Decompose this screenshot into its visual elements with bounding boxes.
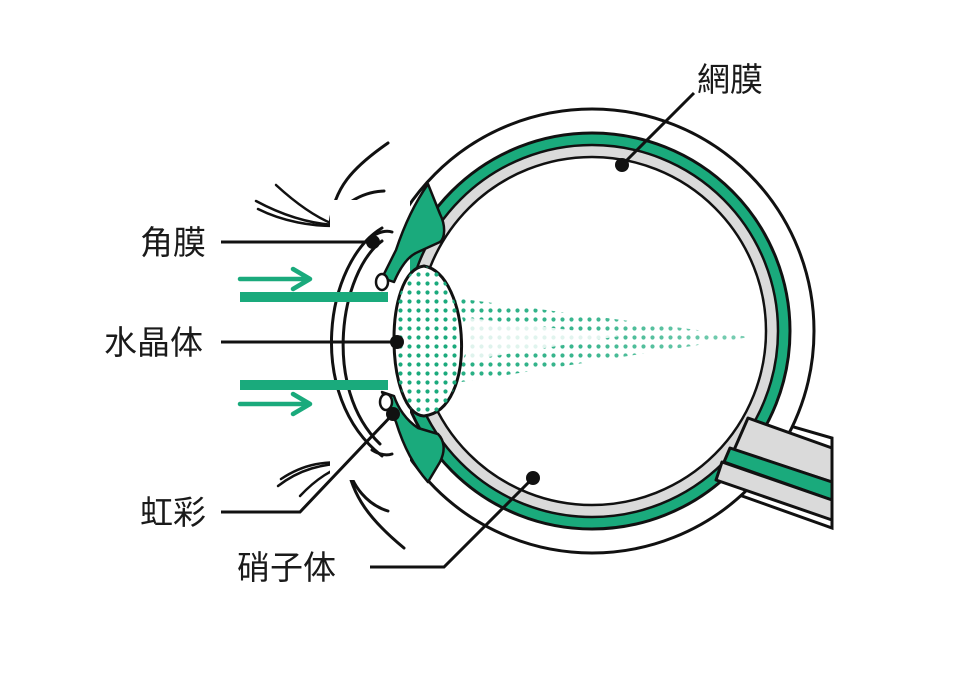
retina-label: 網膜	[697, 60, 763, 99]
vitreous-label: 硝子体	[237, 548, 336, 587]
upper-iris	[380, 182, 446, 284]
arrow-right-icon	[237, 391, 313, 417]
lens-label: 水晶体	[104, 323, 203, 362]
upper-eyelashes	[254, 183, 336, 228]
iris-lower-tip	[378, 392, 394, 412]
cornea-label: 角膜	[140, 223, 206, 262]
leader-dots	[366, 158, 629, 485]
cornea-shape	[330, 226, 394, 458]
iris-label: 虹彩	[140, 493, 206, 532]
incoming-light-arrows	[237, 266, 388, 417]
optic-nerve	[714, 416, 834, 522]
beam-hollow	[470, 318, 620, 360]
arrow-right-icon	[237, 266, 313, 292]
iris-upper-tip	[374, 272, 390, 292]
leader-lines	[221, 91, 696, 569]
lens-shape	[392, 264, 463, 418]
light-beam	[455, 298, 750, 383]
